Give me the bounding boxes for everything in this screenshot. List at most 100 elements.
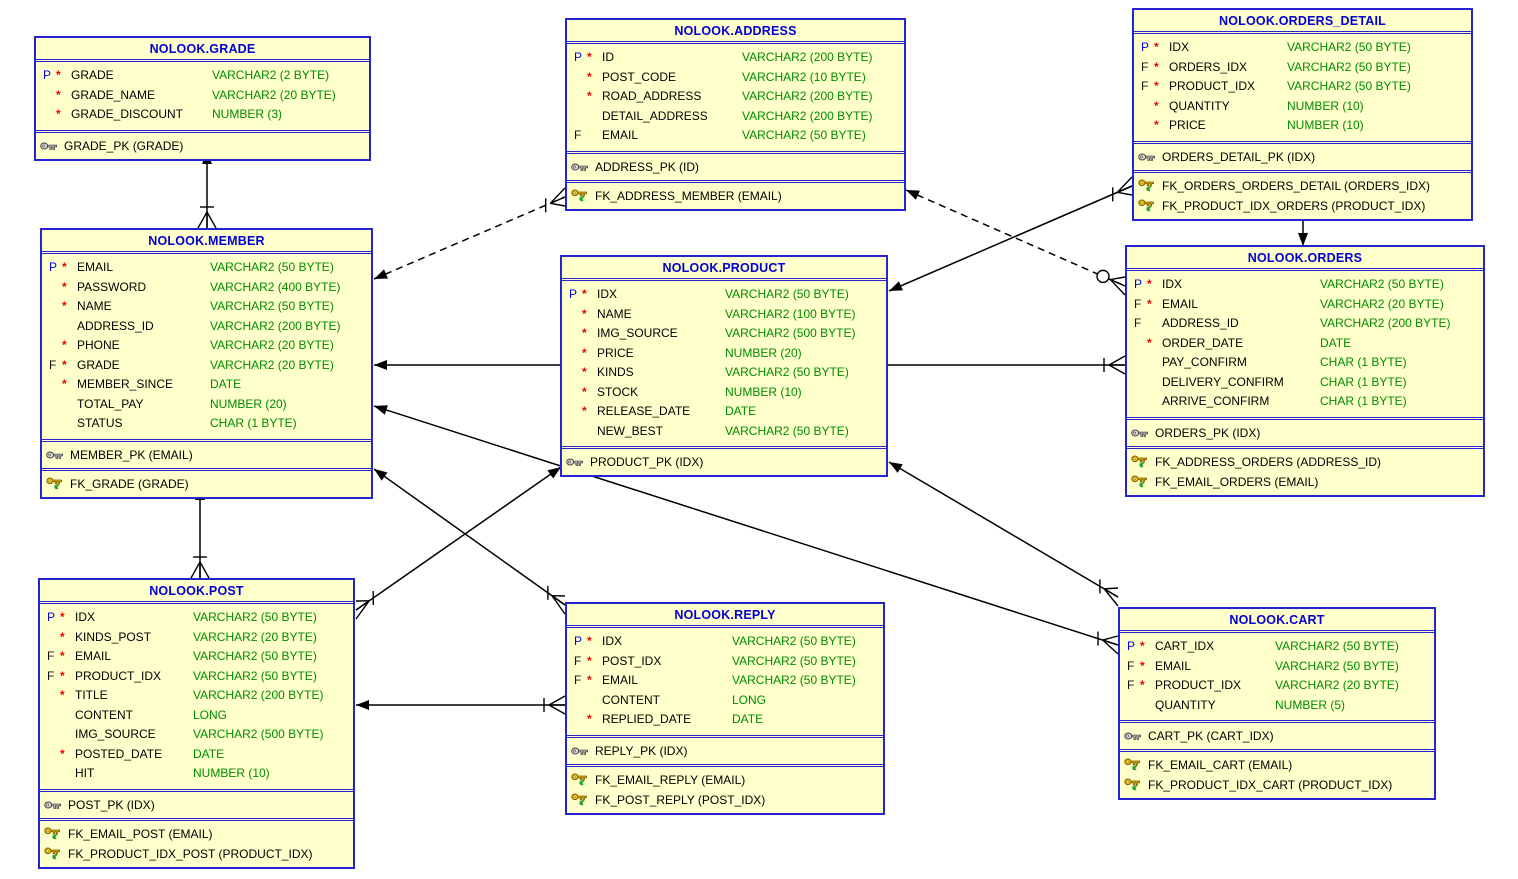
primary-key-icon bbox=[44, 799, 62, 811]
column-name: ORDERS_IDX bbox=[1169, 59, 1248, 74]
table-title: NOLOOK.ADDRESS bbox=[567, 20, 904, 44]
fk-label: FK_ADDRESS_MEMBER (EMAIL) bbox=[595, 188, 782, 203]
column-type: VARCHAR2 (200 BYTE) bbox=[742, 50, 873, 64]
column-type: CHAR (1 BYTE) bbox=[1320, 394, 1407, 408]
column-name: IDX bbox=[75, 610, 96, 624]
column-type: VARCHAR2 (50 BYTE) bbox=[1275, 658, 1399, 673]
foreign-key-icon bbox=[1124, 758, 1142, 772]
relationship-fk-product-idx-cart[interactable] bbox=[888, 461, 1119, 607]
relationship-fk-product-idx-post[interactable] bbox=[355, 466, 562, 620]
mandatory-star: * bbox=[62, 279, 67, 294]
column-type: LONG bbox=[732, 692, 767, 707]
column-name: ID bbox=[602, 50, 614, 64]
key-flag: P bbox=[49, 260, 58, 274]
column-name: KINDS bbox=[597, 365, 634, 379]
mandatory-star: * bbox=[1147, 335, 1152, 350]
fk-label: FK_ORDERS_ORDERS_DETAIL (ORDERS_IDX) bbox=[1162, 178, 1431, 193]
table-title: NOLOOK.REPLY bbox=[567, 604, 883, 628]
column-name: EMAIL bbox=[1155, 658, 1192, 673]
pk-row: REPLY_PK (IDX) bbox=[571, 741, 879, 761]
fk-row: FK_ADDRESS_MEMBER (EMAIL) bbox=[571, 186, 900, 206]
relationship-fk-post-reply[interactable] bbox=[356, 695, 566, 715]
relationship-fk-grade[interactable] bbox=[197, 151, 217, 229]
column-name: IMG_SOURCE bbox=[75, 727, 156, 741]
fk-label: FK_EMAIL_POST (EMAIL) bbox=[68, 826, 213, 841]
relationship-fk-email-cart[interactable] bbox=[373, 405, 1119, 655]
column-name: ADDRESS_ID bbox=[1162, 316, 1239, 330]
column-name: STATUS bbox=[77, 416, 123, 430]
mandatory-star: * bbox=[60, 649, 65, 663]
mandatory-star: * bbox=[60, 668, 65, 683]
key-flag: F bbox=[1134, 296, 1142, 311]
column-type: NUMBER (10) bbox=[1287, 98, 1364, 113]
relationship-fk-product-idx-orders[interactable] bbox=[888, 176, 1133, 292]
relationship-fk-email-post[interactable] bbox=[190, 487, 210, 579]
foreign-key-icon bbox=[1124, 778, 1142, 792]
column-name: TOTAL_PAY bbox=[77, 396, 144, 411]
optional-circle bbox=[1096, 269, 1110, 284]
relationship-fk-address-orders[interactable] bbox=[905, 189, 1126, 296]
column-type: VARCHAR2 (50 BYTE) bbox=[1287, 40, 1411, 54]
pk-section: ADDRESS_PK (ID) bbox=[567, 150, 904, 180]
column-type: VARCHAR2 (50 BYTE) bbox=[1320, 277, 1444, 291]
table-title: NOLOOK.PRODUCT bbox=[562, 257, 886, 281]
relationship-fk-email-reply[interactable] bbox=[373, 468, 566, 615]
key-flag: F bbox=[574, 128, 582, 142]
mandatory-star: * bbox=[587, 653, 592, 668]
column-type: VARCHAR2 (20 BYTE) bbox=[1275, 678, 1399, 692]
column-name: EMAIL bbox=[1162, 296, 1199, 311]
fk-label: FK_EMAIL_CART (EMAIL) bbox=[1148, 758, 1293, 772]
column-name: POSTED_DATE bbox=[75, 746, 163, 761]
fk-row: FK_GRADE (GRADE) bbox=[46, 474, 367, 494]
relationship-fk-address-member[interactable] bbox=[373, 187, 566, 280]
one-end-arrow bbox=[374, 469, 388, 481]
key-flag: F bbox=[47, 668, 55, 683]
column-name: STOCK bbox=[597, 384, 639, 399]
column-type: VARCHAR2 (20 BYTE) bbox=[210, 338, 334, 352]
pk-row: CART_PK (CART_IDX) bbox=[1124, 726, 1430, 746]
column-type: VARCHAR2 (50 BYTE) bbox=[193, 668, 317, 683]
one-end-arrow bbox=[374, 360, 387, 370]
pk-section: REPLY_PK (IDX) bbox=[567, 734, 883, 764]
column-name: IDX bbox=[597, 287, 618, 301]
fk-section: FK_GRADE (GRADE) bbox=[42, 467, 371, 497]
column-name: NAME bbox=[77, 299, 112, 313]
fk-label: FK_PRODUCT_IDX_CART (PRODUCT_IDX) bbox=[1148, 778, 1393, 792]
key-flag: P bbox=[1134, 277, 1143, 291]
column-type: NUMBER (10) bbox=[193, 766, 270, 780]
pk-section: MEMBER_PK (EMAIL) bbox=[42, 438, 371, 468]
column-name: EMAIL bbox=[602, 128, 639, 142]
fk-row: FK_EMAIL_CART (EMAIL) bbox=[1124, 755, 1430, 775]
fk-row: FK_EMAIL_REPLY (EMAIL) bbox=[571, 770, 879, 790]
pk-label: MEMBER_PK (EMAIL) bbox=[70, 447, 193, 462]
column-type: CHAR (1 BYTE) bbox=[1320, 374, 1407, 389]
pk-row: GRADE_PK (GRADE) bbox=[40, 136, 365, 156]
